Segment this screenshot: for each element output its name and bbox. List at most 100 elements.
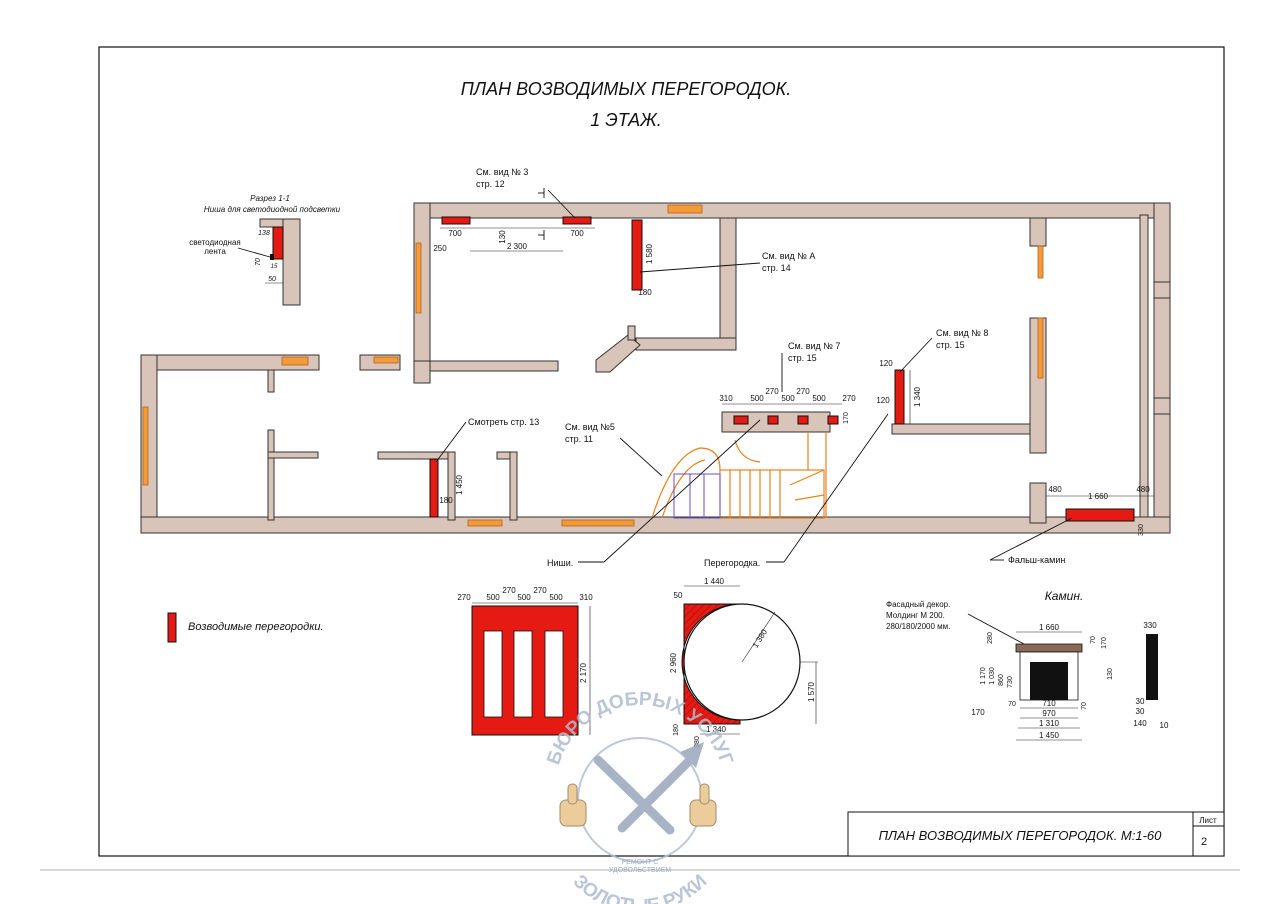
niche-dim-310: 310 (579, 593, 593, 602)
wall-interior-14 (1029, 482, 1047, 524)
arch-dim-1440: 1 440 (704, 577, 725, 586)
wall-ext-right-inner (1139, 214, 1149, 521)
section-led-label-1: светодиодная (189, 238, 240, 247)
fp-dim-10: 10 (1160, 721, 1169, 730)
stair-niche-box (673, 473, 721, 519)
partition-view3-left (441, 216, 471, 225)
partition-viewA (631, 219, 643, 291)
fireplace-decor-1: Фасадный декор. (886, 600, 950, 609)
wall-right-notch-1 (1153, 281, 1171, 299)
stair-winder (794, 494, 825, 501)
wall-diagonal (595, 334, 641, 373)
window-8 (1037, 245, 1044, 279)
dim-270-a: 270 (765, 387, 779, 396)
callout-view5-line1: См. вид №5 (565, 422, 615, 432)
fp-dim-330: 330 (1143, 621, 1157, 630)
fp-dim-130: 130 (1107, 668, 1114, 680)
window-1 (667, 204, 703, 214)
section-led-label-2: лента (204, 247, 226, 256)
callout-view5-line2: стр. 11 (565, 434, 593, 444)
wall-upper-top (413, 202, 1171, 219)
window-7 (561, 519, 635, 527)
callout-view8-line2: стр. 15 (936, 340, 965, 350)
title-block-frame (847, 811, 1225, 857)
arch-dim-180: 180 (673, 724, 680, 736)
wall-upper-right (1153, 202, 1171, 534)
wall-interior-11 (891, 423, 1038, 435)
dim-480-b: 480 (1136, 485, 1150, 494)
fp-dim-1660: 1 660 (1039, 623, 1060, 632)
dim-130: 130 (498, 230, 507, 244)
fp-dim-1450: 1 450 (1039, 731, 1060, 740)
arch-dim-2960: 2 960 (669, 652, 678, 673)
niche-dim-270-b: 270 (502, 586, 516, 595)
wall-interior-8 (719, 217, 737, 349)
niche-elevation: 270 500 270 500 270 500 310 2 170 (457, 586, 593, 736)
niche-dim-500-a: 500 (486, 593, 500, 602)
dim-170: 170 (843, 412, 850, 424)
fp-dim-860: 860 (998, 674, 1005, 686)
niche-opening-2 (513, 630, 533, 718)
partition-view3-right (562, 216, 592, 225)
partition-see13 (429, 458, 439, 518)
section-wall-right (282, 218, 301, 306)
niche-dim-270-c: 270 (533, 586, 547, 595)
arch-dim-380: 380 (694, 736, 701, 748)
section-dim-50: 50 (268, 276, 276, 283)
callout-partition: Перегородка. (704, 558, 760, 568)
stamp-thumb-left-icon (559, 783, 587, 827)
callout-viewA-line1: См. вид № А (762, 251, 815, 261)
window-3 (281, 356, 309, 366)
dim-700-right: 700 (570, 229, 584, 238)
fp-dim-970: 970 (1042, 709, 1056, 718)
niche-dim-500-c: 500 (549, 593, 563, 602)
niche-opening-3 (544, 630, 564, 718)
dim-120-a: 120 (879, 359, 893, 368)
legend-swatch (167, 612, 177, 643)
page-title: ПЛАН ВОЗВОДИМЫХ ПЕРЕГОРОДОК. (461, 79, 791, 99)
callout-view3-line1: См. вид № 3 (476, 167, 528, 177)
partition-view7-3 (797, 415, 809, 425)
wall-interior-7 (509, 451, 518, 521)
arch-elevation: 1 440 50 1 380 2 960 1 570 180 380 1 340 (669, 577, 818, 748)
title-block-name: ПЛАН ВОЗВОДИМЫХ ПЕРЕГОРОДОК. М:1-60 (879, 828, 1163, 843)
arch-dim-1570: 1 570 (807, 681, 816, 702)
sheet-border (98, 46, 1225, 857)
fireplace-molding (1015, 643, 1083, 653)
section-detail: Разрез 1-1 Ниша для светодиодной подсвет… (189, 194, 341, 306)
section-subtitle: Ниша для светодиодной подсветки (204, 205, 341, 214)
fp-dim-710: 710 (1042, 699, 1056, 708)
callouts: См. вид № 3 стр. 12 См. вид № А стр. 14 … (435, 167, 1073, 568)
wall-interior-5 (447, 451, 456, 521)
section-led-leader (237, 247, 271, 258)
wall-interior-13 (1029, 217, 1047, 247)
fp-dim-30-a: 30 (1136, 697, 1145, 706)
callout-ff-leader (989, 517, 1073, 561)
wall-interior-1 (267, 369, 275, 393)
callout-view8-leader (899, 337, 933, 373)
company-stamp: БЮРО ДОБРЫХ УСЛУГ ЗОЛОТЫЕ РУКИ РЕМОНТ С … (543, 689, 737, 904)
stair-curve (651, 447, 721, 519)
fp-dim-170-a: 170 (1101, 637, 1108, 649)
callout-viewA-leader (639, 262, 761, 273)
dim-500-c: 500 (812, 394, 826, 403)
fp-dim-730: 730 (1007, 676, 1014, 688)
dim-270-c: 270 (842, 394, 856, 403)
dim-180-a: 180 (638, 288, 652, 297)
dim-250: 250 (433, 244, 447, 253)
dim-330: 330 (1138, 524, 1145, 536)
wall-mid-stub (413, 360, 431, 384)
dim-1660: 1 660 (1088, 492, 1109, 501)
stamp-tools-icon (593, 742, 704, 835)
partition-view7-2 (767, 415, 779, 425)
window-4 (373, 356, 399, 364)
fireplace-decor-3: 280/180/2000 мм. (886, 622, 950, 631)
arch-radius (741, 611, 776, 663)
fireplace-firebox (1030, 662, 1068, 700)
callout-view7-line2: стр. 15 (788, 353, 817, 363)
title-block-sheet-label: Лист (1199, 816, 1217, 825)
section-led-strip (270, 254, 274, 260)
section-title: Разрез 1-1 (250, 194, 290, 203)
floor-plan (140, 202, 1171, 534)
window-5 (142, 406, 149, 486)
